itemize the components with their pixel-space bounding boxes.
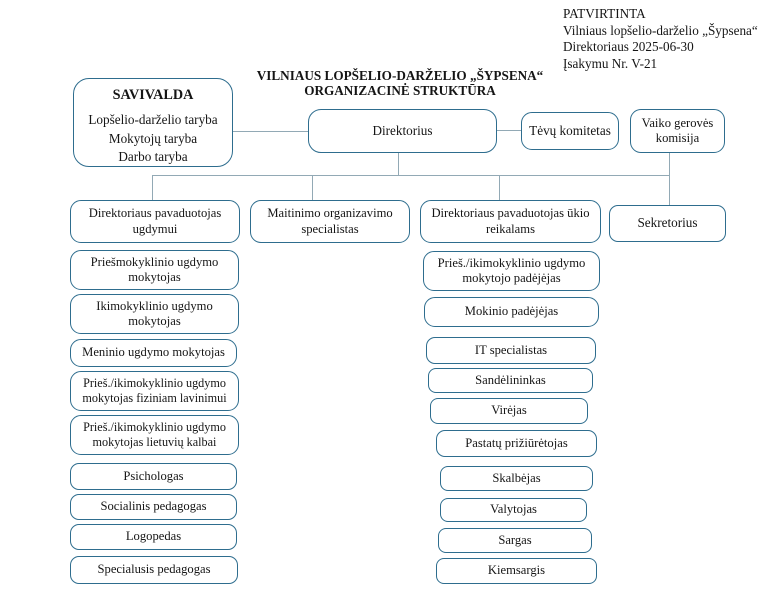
approval-block: PATVIRTINTA Vilniaus lopšelio-darželio „… <box>563 6 758 72</box>
connector-bus <box>152 175 670 177</box>
org-box-priesmokyklinio-mokytojas: Priešmokyklinio ugdymo mokytojas <box>70 250 239 290</box>
org-box-skalbejas: Skalbėjas <box>440 466 593 491</box>
org-box-maitinimo-specialistas: Maitinimo organizavimo specialistas <box>250 200 410 243</box>
page-title-line2: ORGANIZACINĖ STRUKTŪRA <box>304 82 496 98</box>
org-box-sargas: Sargas <box>438 528 592 553</box>
approval-line: Įsakymu Nr. V-21 <box>563 55 658 71</box>
connector-vaiko-geroves-sekretorius <box>669 153 671 206</box>
org-box-kiemsargis: Kiemsargis <box>436 558 597 584</box>
org-box-direktorius: Direktorius <box>308 109 497 153</box>
savivalda-member: Darbo taryba <box>118 149 188 165</box>
connector-bus-pavaduotojas-ukio <box>499 175 501 201</box>
org-box-socialinis-pedagogas: Socialinis pedagogas <box>70 494 237 520</box>
org-box-pastatu-priziuretojas: Pastatų prižiūrėtojas <box>436 430 597 457</box>
org-box-valytojas: Valytojas <box>440 498 587 522</box>
connector-direktorius-bus <box>398 153 400 176</box>
savivalda-heading: SAVIVALDA <box>112 87 194 103</box>
connector-direktorius-tevu-komitetas <box>497 130 521 132</box>
connector-bus-pavaduotojas-ugdymui <box>152 175 154 201</box>
org-box-specialusis-pedagogas: Specialusis pedagogas <box>70 556 238 584</box>
org-box-savivalda: SAVIVALDA Lopšelio-darželio taryba Mokyt… <box>73 78 233 167</box>
org-box-mokytojo-padejejas: Prieš./ikimokyklinio ugdymo mokytojo pad… <box>423 251 600 291</box>
connector-bus-maitinimo <box>312 175 314 201</box>
approval-line: Vilniaus lopšelio-darželio „Šypsena“ <box>563 22 758 38</box>
org-box-sekretorius: Sekretorius <box>609 205 726 242</box>
org-box-pavaduotojas-ugdymui: Direktoriaus pavaduotojas ugdymui <box>70 200 240 243</box>
org-box-mokytojas-fiziniam-lavinimui: Prieš./ikimokyklinio ugdymo mokytojas fi… <box>70 371 239 411</box>
approval-line: PATVIRTINTA <box>563 6 646 21</box>
org-box-it-specialistas: IT specialistas <box>426 337 596 364</box>
org-box-psichologas: Psichologas <box>70 463 237 490</box>
connector-savivalda-direktorius <box>233 131 310 133</box>
org-box-sandelininkas: Sandėlininkas <box>428 368 593 393</box>
savivalda-member: Mokytojų taryba <box>108 130 198 146</box>
org-box-mokytojas-lietuviu-kalbai: Prieš./ikimokyklinio ugdymo mokytojas li… <box>70 415 239 455</box>
org-box-meninio-mokytojas: Meninio ugdymo mokytojas <box>70 339 237 367</box>
org-box-logopedas: Logopedas <box>70 524 237 550</box>
org-box-vaiko-geroves-komisija: Vaiko gerovės komisija <box>630 109 725 153</box>
page-title: VILNIAUS LOPŠELIO-DARŽELIO „ŠYPSENA“ ORG… <box>200 68 600 98</box>
savivalda-member: Lopšelio-darželio taryba <box>88 112 218 128</box>
page-title-line1: VILNIAUS LOPŠELIO-DARŽELIO „ŠYPSENA“ <box>256 68 544 83</box>
org-box-virejas: Virėjas <box>430 398 588 424</box>
org-box-mokinio-padejejas: Mokinio padėjėjas <box>424 297 599 327</box>
org-box-tevu-komitetas: Tėvų komitetas <box>521 112 619 150</box>
org-box-pavaduotojas-ukio: Direktoriaus pavaduotojas ūkio reikalams <box>420 200 601 243</box>
approval-line: Direktoriaus 2025-06-30 <box>563 39 694 54</box>
org-box-ikimokyklinio-mokytojas: Ikimokyklinio ugdymo mokytojas <box>70 294 239 334</box>
